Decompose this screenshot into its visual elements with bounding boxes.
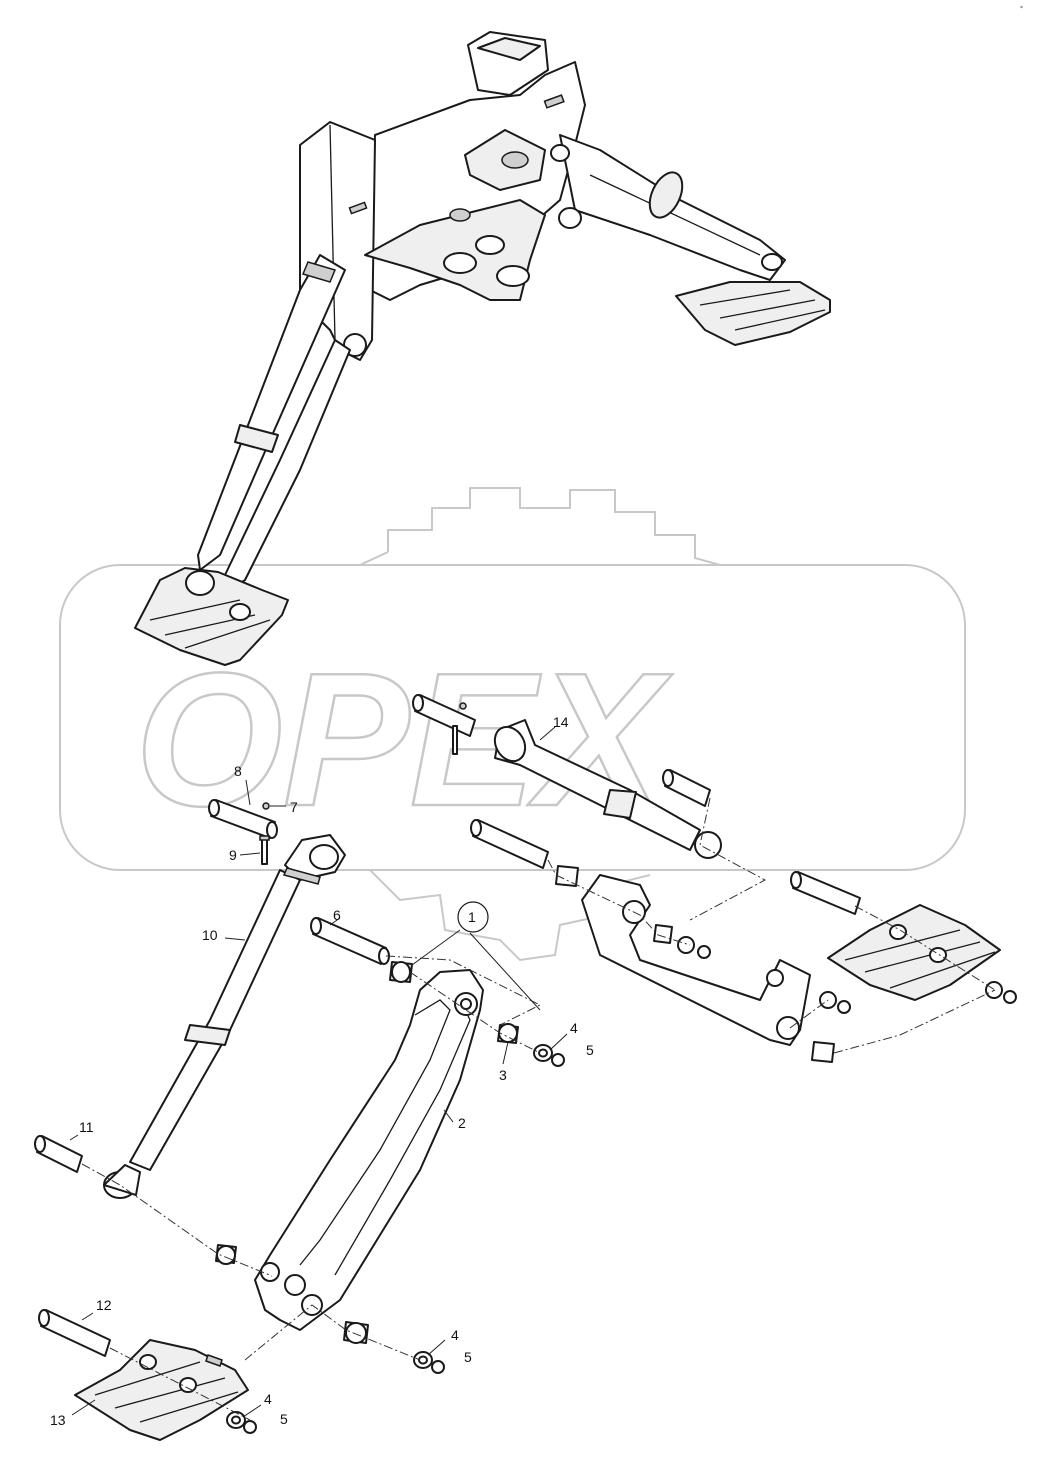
cylinder-part-10 — [103, 834, 346, 1199]
callout-7: 7 — [290, 799, 298, 815]
bushing-part-3 — [215, 961, 519, 1344]
cylinder-part-14 — [412, 694, 722, 859]
callout-9: 9 — [229, 847, 237, 863]
washers-parts-4-5 — [226, 1044, 565, 1434]
right-pad — [827, 904, 1001, 1001]
callout-4c: 4 — [264, 1391, 272, 1407]
callout-5a: 5 — [586, 1042, 594, 1058]
lift-arm-part-2 — [254, 969, 484, 1331]
callout-8: 8 — [234, 763, 242, 779]
pin-part-12 — [38, 1309, 111, 1357]
callout-10: 10 — [202, 927, 218, 943]
assembly-centerlines — [81, 797, 996, 1421]
callout-12: 12 — [96, 1297, 112, 1313]
leader-lines — [69, 726, 568, 1418]
grease-nipple-part-7 — [262, 802, 270, 810]
loader-frame-assembly — [134, 31, 831, 666]
callout-5b: 5 — [464, 1349, 472, 1365]
callout-5c: 5 — [280, 1411, 288, 1427]
callout-circle-1 — [457, 901, 489, 933]
pin-part-8 — [208, 799, 278, 839]
pin-part-6 — [310, 917, 390, 965]
callout-6: 6 — [333, 907, 341, 923]
pin-part-11 — [34, 1135, 83, 1173]
pad-part-13 — [74, 1339, 249, 1441]
corner-mark: * — [1020, 5, 1023, 12]
callout-2: 2 — [458, 1115, 466, 1131]
callout-labels: 1 2 3 4 4 4 5 5 5 6 7 8 9 10 11 12 13 14 — [50, 714, 594, 1428]
callout-3: 3 — [499, 1067, 507, 1083]
callout-4b: 4 — [451, 1327, 459, 1343]
right-pins — [470, 769, 1017, 1063]
bolt-part-9 — [259, 835, 270, 865]
callout-4a: 4 — [570, 1020, 578, 1036]
callout-14: 14 — [553, 714, 569, 730]
callout-1: 1 — [468, 909, 476, 925]
right-lift-arm — [581, 874, 811, 1046]
callout-13: 13 — [50, 1412, 66, 1428]
callout-11: 11 — [79, 1119, 94, 1135]
